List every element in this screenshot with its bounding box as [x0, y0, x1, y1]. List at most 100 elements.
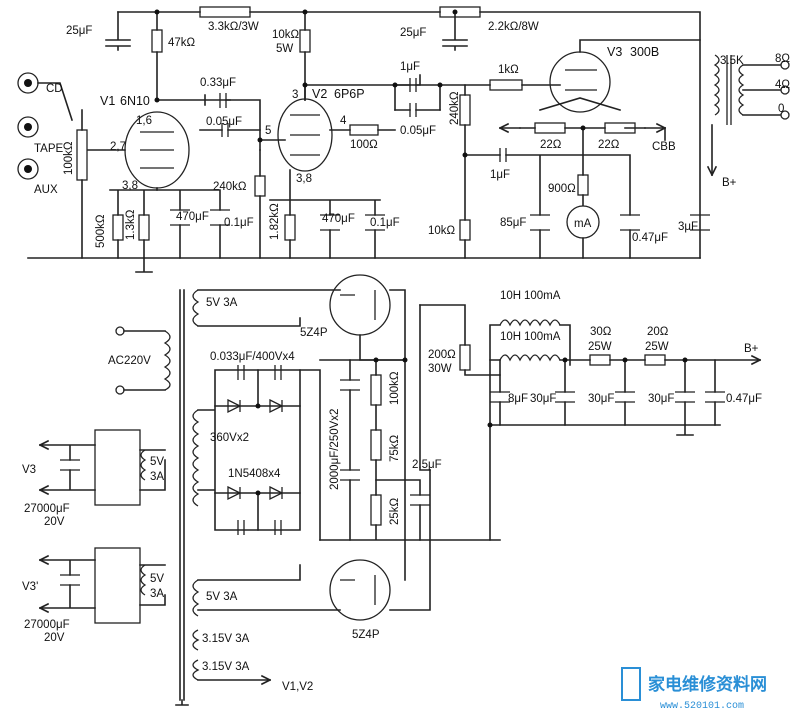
cap-27000uf-b — [60, 574, 80, 586]
tube-v3 — [549, 51, 611, 113]
filter-caps — [490, 391, 725, 403]
selector-switch — [37, 82, 74, 122]
label-r22a: 22Ω — [540, 139, 562, 151]
label-w5v3a-1: 5V 3A — [206, 297, 238, 309]
label-c27000a: 27000μF — [24, 503, 70, 515]
label-c3u: 3μF — [678, 221, 698, 233]
label-c30b: 30μF — [588, 393, 614, 405]
label-tube-5z4p-1: 5Z4P — [300, 327, 328, 339]
label-p38b: 3,8 — [296, 173, 312, 185]
label-v1v2: V1,V2 — [282, 681, 313, 693]
ground-symbol-filter — [676, 424, 694, 436]
label-aux: AUX — [34, 184, 58, 196]
resistor-1k3 — [138, 214, 150, 241]
label-w5v3a-2b: 3A — [150, 471, 164, 483]
cap-2000uf — [340, 379, 360, 481]
label-w315b: 3.15V 3A — [202, 661, 250, 673]
label-c01a: 0.1μF — [224, 217, 254, 229]
label-c01b: 0.1μF — [370, 217, 400, 229]
cap-005uf-a — [221, 123, 229, 137]
label-v360: 360Vx2 — [210, 432, 249, 444]
label-c005a: 0.05μF — [206, 116, 242, 128]
diodes-1n5408 — [227, 398, 284, 501]
label-r240a: 240kΩ — [449, 91, 461, 125]
label-w315a: 3.15V 3A — [202, 633, 250, 645]
ground-symbol-ps — [175, 699, 189, 706]
choke-10h-b — [499, 354, 561, 362]
label-r10k: 10kΩ — [272, 29, 300, 41]
cap-85uf — [530, 214, 550, 231]
label-r182k: 1.82kΩ — [269, 203, 281, 240]
tube-5z4p-bottom — [329, 559, 391, 621]
winding-315-b — [192, 659, 200, 681]
resistor-1k82 — [284, 214, 296, 241]
tube-v1 — [124, 111, 190, 189]
watermark-logo-icon — [621, 667, 641, 701]
label-r20: 20Ω — [647, 326, 669, 338]
label-o8: 8Ω — [775, 53, 790, 65]
label-r-2k2: 2.2kΩ/8W — [488, 21, 539, 33]
meter-ma — [566, 205, 600, 239]
text-labels: 3.3kΩ/3W 2.2kΩ/8W 25μF 25μF 47kΩ 10kΩ 5W… — [22, 21, 790, 693]
ground-symbol-top — [135, 257, 153, 273]
winding-315-a — [192, 629, 200, 651]
resistor-3k3 — [199, 6, 251, 18]
resistor-25k — [370, 494, 382, 526]
label-r100: 100Ω — [350, 139, 378, 151]
label-d1n5408: 1N5408x4 — [228, 468, 281, 480]
label-r200: 200Ω — [428, 349, 456, 361]
cap-470uf-b — [320, 214, 340, 231]
label-r900: 900Ω — [548, 183, 576, 195]
label-tube-5z4p-2: 5Z4P — [352, 629, 380, 641]
resistor-500k — [112, 214, 124, 241]
label-p3: 3 — [292, 89, 298, 101]
label-r20w: 25W — [645, 341, 669, 353]
label-v1-type: 6N10 — [120, 94, 150, 108]
label-pot: 100kΩ — [63, 141, 75, 175]
cap-25uf-right — [442, 11, 468, 51]
label-ma: mA — [574, 218, 592, 230]
label-l100ma-2: 100mA — [524, 331, 561, 343]
label-cd: CD — [46, 83, 63, 95]
label-tape: TAPE — [34, 143, 64, 155]
winding-5v-top — [192, 289, 200, 327]
winding-5v-bottom — [192, 579, 200, 617]
label-c470b: 470μF — [322, 213, 355, 225]
cap-27000uf-a — [60, 459, 80, 471]
resistor-22a — [534, 122, 566, 134]
label-r1k: 1kΩ — [498, 64, 519, 76]
input-jacks — [17, 72, 39, 180]
label-r100kb: 100kΩ — [389, 371, 401, 405]
label-v20a: 20V — [44, 516, 65, 528]
cap-3uf — [690, 214, 710, 231]
label-v3out: V3 — [22, 464, 36, 476]
label-c047b: 0.47μF — [726, 393, 762, 405]
label-l100ma-1: 100mA — [524, 290, 561, 302]
label-v20b: 20V — [44, 632, 65, 644]
label-r30: 30Ω — [590, 326, 612, 338]
watermark: 家电维修资料网 www.520101.com — [621, 667, 767, 712]
label-c30c: 30μF — [648, 393, 674, 405]
label-r75k: 75kΩ — [389, 434, 401, 462]
label-r-3k3: 3.3kΩ/3W — [208, 21, 259, 33]
resistor-1k — [489, 79, 523, 91]
label-c047a: 0.47μF — [632, 232, 668, 244]
label-c470a: 470μF — [176, 211, 209, 223]
primary-winding — [163, 330, 171, 391]
label-w5v3a-3b: 3A — [150, 588, 164, 600]
label-v2-type: 6P6P — [334, 87, 365, 101]
cap-2-5uf — [410, 494, 430, 506]
label-ac220: AC220V — [108, 355, 151, 367]
label-o0: 0 — [778, 103, 784, 115]
label-r10kb: 10kΩ — [428, 225, 456, 237]
label-c25u: 2.5μF — [412, 459, 442, 471]
label-p4: 4 — [340, 115, 347, 127]
label-l10h-1: 10H — [500, 290, 521, 302]
power-transformer-core — [179, 289, 185, 701]
tube-v2 — [277, 98, 333, 172]
cap-1uf-b — [499, 148, 507, 162]
label-o4: 4Ω — [775, 79, 790, 91]
cap-470uf-a — [170, 209, 190, 226]
label-c85: 85μF — [500, 217, 526, 229]
